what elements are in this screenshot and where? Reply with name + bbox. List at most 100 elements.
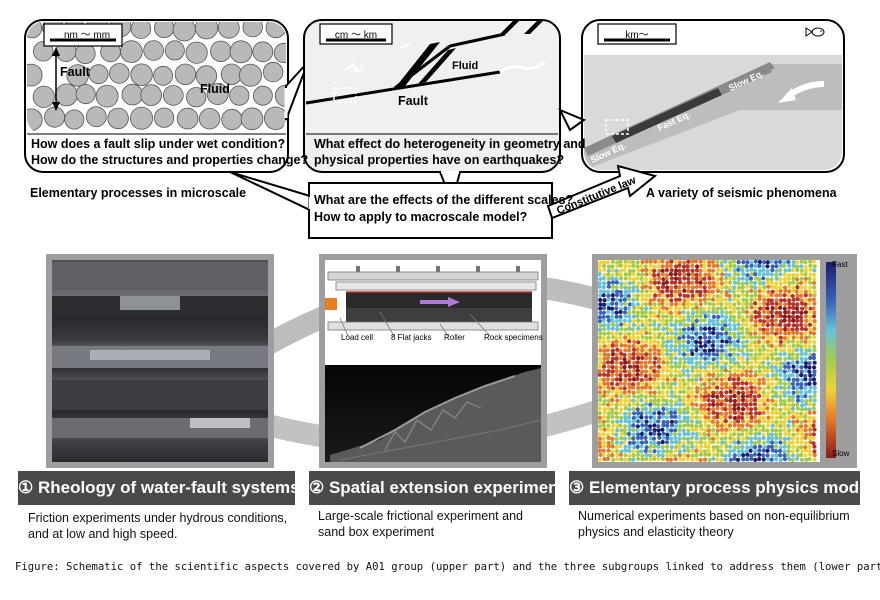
particle — [745, 377, 750, 382]
particle — [656, 298, 662, 303]
particle — [749, 314, 754, 319]
particle — [757, 398, 762, 403]
constitutive-law-arrow — [546, 164, 658, 220]
particle — [715, 322, 721, 327]
particle — [795, 343, 801, 348]
particle — [744, 369, 749, 374]
particle — [795, 340, 800, 345]
particle — [741, 309, 746, 314]
particle — [644, 415, 649, 420]
particle — [808, 318, 813, 323]
particle — [761, 427, 766, 433]
particle — [682, 293, 687, 298]
particle — [745, 419, 750, 425]
particle — [690, 339, 695, 344]
particle — [686, 276, 691, 281]
particle — [664, 453, 670, 458]
particle — [610, 306, 615, 311]
particle — [719, 377, 724, 382]
particle — [706, 393, 711, 398]
micro-question-2: How do the structures and properties cha… — [31, 153, 309, 167]
particle — [623, 348, 628, 353]
particle — [640, 314, 645, 319]
particle — [677, 445, 682, 450]
particle — [732, 276, 737, 281]
particle — [661, 310, 666, 315]
particle — [778, 285, 783, 290]
particle — [619, 281, 624, 286]
particle — [639, 319, 644, 324]
particle — [601, 302, 607, 307]
particle — [694, 415, 699, 420]
particle — [745, 277, 750, 282]
particle — [665, 393, 670, 399]
particle — [674, 319, 679, 324]
particle — [661, 377, 666, 382]
particle — [644, 445, 649, 450]
particle — [769, 415, 775, 420]
particle — [623, 415, 628, 420]
friction-apparatus-photo — [46, 254, 274, 468]
particle — [745, 411, 750, 416]
particle — [614, 352, 619, 357]
particle — [673, 435, 678, 441]
particle — [652, 280, 658, 285]
particle — [632, 364, 637, 369]
particle — [673, 373, 679, 378]
particle — [774, 394, 779, 399]
grain — [186, 87, 207, 108]
particle — [811, 352, 816, 357]
particle — [623, 406, 628, 411]
particle — [614, 440, 620, 445]
particle — [811, 306, 816, 311]
particle — [644, 318, 649, 324]
particle — [808, 352, 813, 357]
particle — [749, 284, 754, 289]
particle — [614, 306, 619, 311]
particle — [660, 445, 665, 450]
particle — [744, 322, 749, 327]
particle — [769, 272, 774, 277]
callout-load-cell: Load cell — [341, 333, 374, 342]
particle — [800, 377, 805, 382]
particle — [682, 410, 687, 415]
particle — [635, 444, 640, 449]
particle — [648, 444, 653, 449]
particle — [635, 347, 640, 352]
particle — [795, 386, 800, 391]
particle — [787, 301, 792, 306]
particle — [728, 436, 733, 441]
particle — [698, 298, 703, 303]
particle — [623, 327, 628, 332]
particle — [761, 424, 766, 429]
particle — [665, 356, 670, 361]
particle — [736, 402, 741, 407]
particle — [677, 306, 682, 311]
particle — [723, 436, 728, 441]
particle — [795, 267, 800, 272]
particle — [703, 343, 708, 348]
particle — [598, 323, 603, 328]
particle — [728, 389, 733, 394]
particle — [723, 453, 728, 458]
particle — [702, 285, 707, 290]
particle — [753, 305, 759, 310]
particle — [690, 336, 695, 341]
particle — [798, 445, 804, 450]
particle — [707, 293, 712, 298]
particle — [799, 289, 804, 294]
macro-scale-label: km〜 — [625, 30, 649, 41]
particle — [656, 326, 661, 331]
particle — [795, 398, 801, 403]
meso-scale-label: cm 〜 km — [334, 30, 378, 41]
particle — [686, 310, 691, 315]
particle — [657, 276, 662, 281]
particle — [627, 285, 632, 290]
particle — [656, 348, 662, 353]
particle — [601, 423, 606, 428]
particle — [690, 351, 695, 357]
particle — [618, 272, 623, 277]
particle — [773, 365, 778, 370]
particle — [749, 318, 754, 323]
particle — [761, 281, 766, 286]
